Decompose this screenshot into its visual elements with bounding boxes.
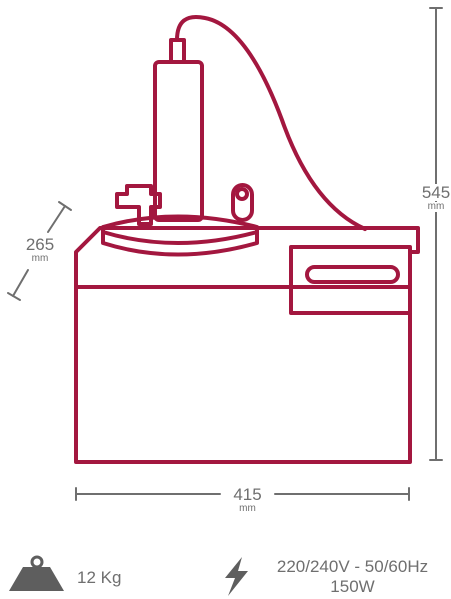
width-value: 415 (233, 485, 262, 504)
depth-value: 265 (25, 235, 55, 254)
control-panel (289, 245, 412, 315)
top-connector (169, 38, 186, 64)
height-unit: mm (412, 202, 451, 212)
platform-rim (101, 230, 259, 245)
height-value: 545 (412, 184, 451, 201)
depth-dimension-tick-upper (58, 201, 72, 211)
weight-label: 12 Kg (77, 568, 122, 587)
panel-slot (305, 265, 400, 284)
knob-cap (235, 187, 249, 201)
power-wattage: 150W (330, 577, 375, 596)
lightning-bolt-icon (225, 557, 248, 596)
hose (175, 15, 367, 231)
machine-body (74, 226, 420, 464)
depth-dimension-line-upper (47, 205, 66, 233)
weight-icon (9, 555, 64, 591)
depth-dimension-line-lower (12, 269, 29, 297)
width-unit: mm (239, 503, 256, 514)
depth-dimension-tick-lower (7, 292, 21, 301)
side-knob (231, 183, 254, 222)
main-cylinder (153, 60, 204, 222)
power-voltage: 220/240V - 50/60Hz (276, 557, 429, 576)
handle-cross (115, 184, 162, 226)
depth-unit: mm (31, 253, 49, 264)
